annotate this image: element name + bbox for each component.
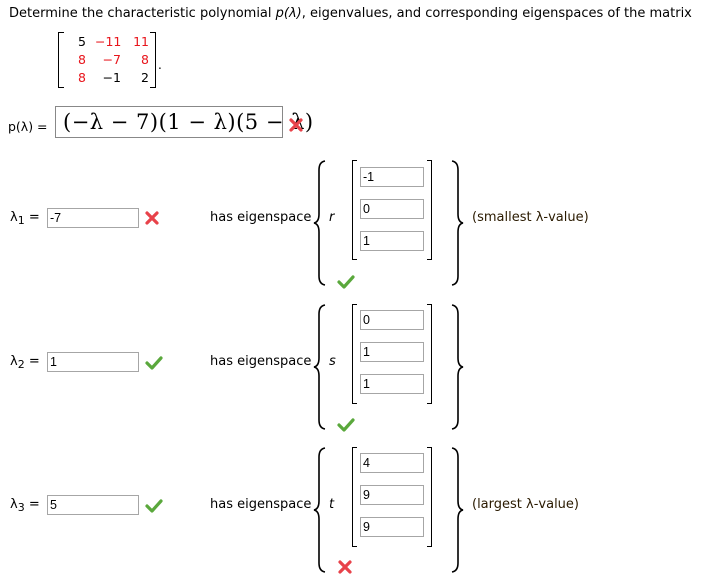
lambda-3-input[interactable] — [47, 495, 139, 515]
polynomial-answer-field[interactable]: (−λ − 7)(1 − λ)(5 − λ) — [55, 106, 313, 138]
correct-check-icon — [145, 356, 163, 370]
eigenvector-2-component-3[interactable] — [360, 374, 424, 394]
right-brace — [451, 447, 464, 573]
vector-right-bracket — [427, 447, 432, 547]
matrix-cell: 8 — [78, 70, 86, 85]
eigenspace-parameter: t — [329, 497, 335, 512]
question-prompt: Determine the characteristic polynomial … — [9, 6, 692, 21]
matrix-cell: 11 — [133, 34, 149, 49]
lambda-1-label: λ1 = — [10, 210, 40, 227]
smallest-lambda-note: (smallest λ-value) — [472, 210, 589, 225]
has-eigenspace-label: has eigenspace — [210, 210, 312, 225]
eigenvector-3-component-3[interactable] — [360, 517, 424, 537]
polynomial-label: p(λ) = — [8, 119, 48, 134]
eigenspace-parameter: r — [329, 210, 335, 225]
matrix-period: . — [158, 58, 162, 72]
eigenvector-2-component-1[interactable] — [360, 310, 424, 330]
matrix-cell: −11 — [95, 34, 122, 49]
right-brace — [451, 160, 464, 286]
eigenvector-bracket — [352, 304, 432, 404]
prompt-text-before: Determine the characteristic polynomial — [9, 6, 276, 21]
correct-check-icon — [337, 275, 355, 289]
lambda-1-input[interactable] — [47, 208, 139, 228]
prompt-p-lambda: p(λ) — [275, 6, 302, 21]
matrix-right-bracket — [150, 32, 156, 88]
has-eigenspace-label: has eigenspace — [210, 354, 312, 369]
matrix-cell: 8 — [78, 52, 86, 67]
prompt-text-after: , eigenvalues, and corresponding eigensp… — [301, 6, 692, 21]
eigenvector-bracket — [352, 447, 432, 547]
eigenvector-2-component-2[interactable] — [360, 342, 424, 362]
eigenvector-3-component-2[interactable] — [360, 485, 424, 505]
eigenvector-1-component-3[interactable] — [360, 231, 424, 251]
eigenvector-3-component-1[interactable] — [360, 453, 424, 473]
matrix-cell: 8 — [141, 52, 149, 67]
eigenspace-parameter: s — [329, 354, 336, 369]
matrix-left-bracket — [58, 32, 64, 88]
left-brace — [313, 447, 326, 573]
incorrect-x-icon — [145, 211, 159, 225]
lambda-2-label: λ2 = — [10, 354, 40, 371]
matrix-cell: −1 — [102, 70, 121, 85]
vector-right-bracket — [427, 160, 432, 260]
vector-left-bracket — [352, 304, 357, 404]
correct-check-icon — [145, 499, 163, 513]
vector-left-bracket — [352, 160, 357, 260]
incorrect-x-icon — [338, 560, 352, 574]
lambda-2-input[interactable] — [47, 352, 139, 372]
vector-right-bracket — [427, 304, 432, 404]
matrix-cell: 2 — [141, 70, 149, 85]
left-brace — [313, 304, 326, 430]
correct-check-icon — [337, 418, 355, 432]
largest-lambda-note: (largest λ-value) — [472, 497, 579, 512]
left-brace — [313, 160, 326, 286]
vector-left-bracket — [352, 447, 357, 547]
given-matrix: 5 −11 11 8 −7 8 8 −1 2 — [58, 32, 156, 88]
eigenvector-1-component-2[interactable] — [360, 199, 424, 219]
has-eigenspace-label: has eigenspace — [210, 497, 312, 512]
eigenvector-bracket — [352, 160, 432, 260]
incorrect-x-icon — [289, 118, 303, 132]
matrix-cell: −7 — [102, 52, 121, 67]
eigenvector-1-component-1[interactable] — [360, 167, 424, 187]
lambda-3-label: λ3 = — [10, 497, 40, 514]
right-brace — [451, 304, 464, 430]
matrix-cell: 5 — [78, 34, 86, 49]
